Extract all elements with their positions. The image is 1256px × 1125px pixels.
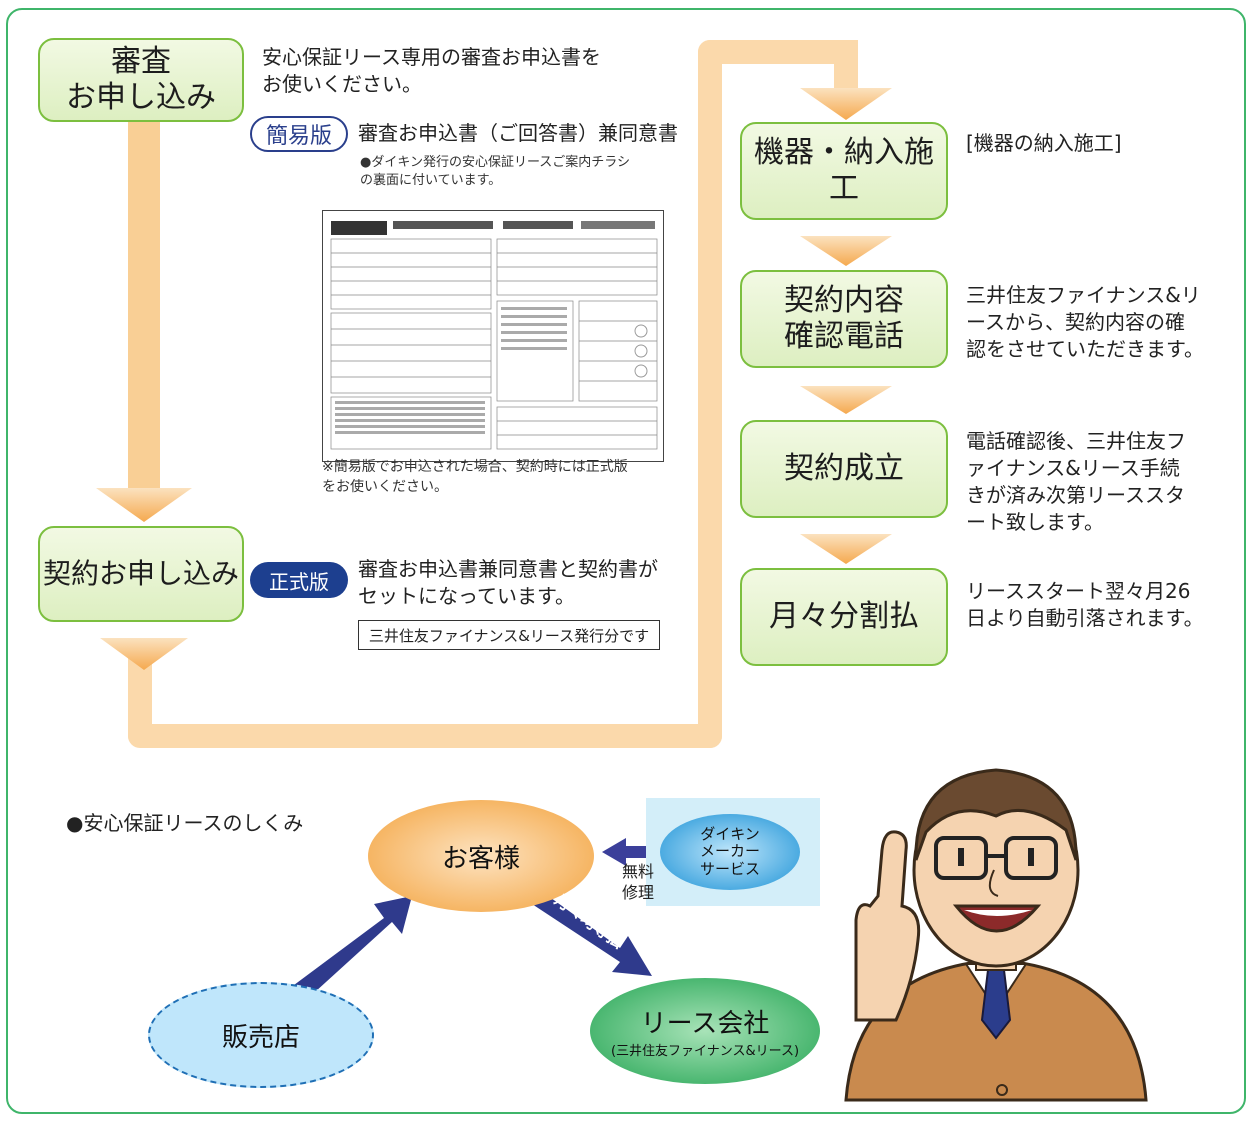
arrow-to-step3 [800, 88, 892, 120]
outer-frame [6, 8, 1246, 1114]
application-form-image [322, 210, 664, 462]
dealer-label: 販売店 [221, 1022, 300, 1053]
arrow-down-left [100, 638, 188, 670]
install-arrow [290, 896, 412, 1002]
simple-version-footnote: ※簡易版でお申込された場合、契約時には正式版 をお使いください。 [322, 459, 628, 495]
maker-service-ellipse: ダイキン メーカー サービス [660, 814, 800, 890]
simple-version-badge: 簡易版 [250, 116, 348, 152]
arrow-to-step6 [800, 534, 892, 564]
repair-arrow [602, 838, 660, 866]
lease-company-sub: (三井住友ファイナンス&リース) [610, 1044, 800, 1059]
simple-version-note: ●ダイキン発行の安心保証リースご案内チラシ の裏面に付いています。 [360, 155, 631, 189]
step4-description: 三井住友ファイナンス&リ ースから、契約内容の確 認をさせていただきます。 [966, 283, 1204, 361]
step-contract-application: 契約お申し込み [38, 526, 244, 622]
step-installation: 機器・納入施工 [740, 122, 948, 220]
step5-description: 電話確認後、三井住友フ ァイナンス&リース手続 きが済み次第リーススタ ート致し… [966, 429, 1186, 534]
path-right-down [834, 40, 858, 90]
formal-version-description: 審査お申込書兼同意書と契約書が セットになっています。 [358, 557, 658, 608]
customer-ellipse: お客様 [368, 800, 594, 912]
simple-version-title: 審査お申込書（ご回答書）兼同意書 [358, 121, 678, 145]
arrow-to-step2 [96, 488, 192, 522]
arrow-to-step5 [800, 386, 892, 414]
monthly-arrow [532, 890, 652, 976]
step6-description: リーススタート翌々月26 日より自動引落されます。 [966, 579, 1204, 630]
customer-label: お客様 [441, 843, 520, 874]
path-top [698, 40, 858, 64]
path-middle-vertical [698, 40, 722, 748]
step-review-application: 審査 お申し込み [38, 38, 244, 122]
scheme-title: ●安心保証リースのしくみ [66, 811, 304, 835]
step-confirmation-call: 契約内容 確認電話 [740, 270, 948, 368]
lease-company-ellipse: リース会社 (三井住友ファイナンス&リース) [590, 978, 820, 1084]
lease-company-label: リース会社 [640, 1009, 770, 1039]
formal-version-badge: 正式版 [250, 562, 348, 598]
step3-description: [機器の納入施工] [966, 131, 1122, 155]
dealer-ellipse: 販売店 [148, 982, 374, 1088]
step-monthly-payment: 月々分割払 [740, 568, 948, 666]
path-left-upper [128, 120, 160, 490]
step1-description: 安心保証リース専用の審査お申込書を お使いください。 [262, 45, 601, 96]
formal-version-issuer: 三井住友ファイナンス&リース発行分です [358, 620, 660, 650]
businessman-illustration [844, 768, 1148, 1102]
free-repair-label: 無料 修理 [622, 862, 655, 902]
maker-service-label: ダイキン メーカー サービス [699, 825, 760, 878]
path-bottom [128, 724, 722, 748]
step-contract-concluded: 契約成立 [740, 420, 948, 518]
arrow-to-step4 [800, 236, 892, 266]
